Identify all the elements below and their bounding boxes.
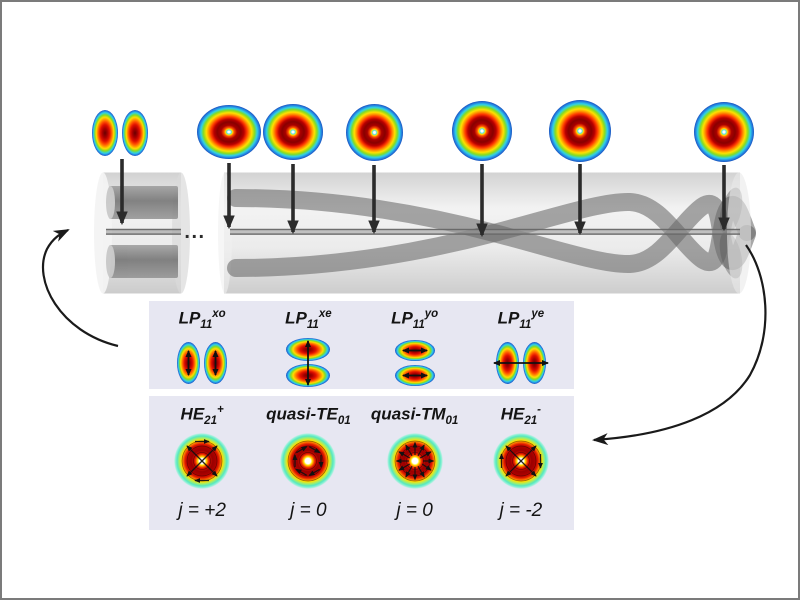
label-sub: 11 bbox=[519, 319, 532, 332]
field-arrows bbox=[498, 440, 543, 482]
label-base: HE bbox=[180, 404, 205, 424]
vector-modes-panel: HE21+ j = +2 qua bbox=[149, 396, 574, 530]
label-sub: 01 bbox=[337, 415, 351, 428]
label-sup: + bbox=[216, 404, 224, 416]
donut-intensity bbox=[280, 432, 337, 489]
mode-label-lp11xe: LP11xe bbox=[285, 308, 331, 333]
left-fiber-segment bbox=[94, 172, 190, 294]
lp11xe-field-image bbox=[278, 337, 338, 389]
lp-mode-column-xo: LP11xo bbox=[149, 301, 255, 389]
label-base: LP bbox=[285, 308, 307, 328]
he21-plus-field-image bbox=[174, 432, 231, 489]
label-sub: 01 bbox=[445, 415, 459, 428]
mode-label-lp11ye: LP11ye bbox=[498, 308, 544, 333]
lp11xo-field-image bbox=[172, 337, 232, 389]
sampling-arrows bbox=[116, 159, 730, 238]
field-arrows bbox=[288, 440, 329, 482]
lobe-left bbox=[92, 110, 118, 156]
mode-label-he21-plus: HE21+ bbox=[181, 404, 224, 429]
j-value: j = +2 bbox=[178, 499, 226, 521]
j-value: j = 0 bbox=[290, 499, 327, 521]
vec-mode-column-he21p: HE21+ j = +2 bbox=[149, 396, 255, 530]
j-value: j = -2 bbox=[499, 499, 543, 521]
lp-mode-column-xe: LP11xe bbox=[255, 301, 361, 389]
lp-mode-column-ye: LP11ye bbox=[468, 301, 574, 389]
lobe-right bbox=[122, 110, 148, 156]
label-base: LP bbox=[178, 308, 201, 328]
main-core bbox=[230, 228, 740, 235]
mode-profile-3-oval-donut bbox=[263, 104, 323, 160]
label-sub: 11 bbox=[306, 319, 319, 332]
label-sub: 21 bbox=[204, 415, 217, 428]
label-sup: yo bbox=[424, 308, 439, 320]
label-base: quasi-TM bbox=[370, 404, 446, 424]
polarization-arrows bbox=[305, 339, 312, 386]
vec-mode-column-te01: quasi-TE01 bbox=[255, 396, 361, 530]
polarization-arrows bbox=[185, 349, 219, 376]
quasi-tm01-field-image bbox=[386, 432, 443, 489]
label-sub: 21 bbox=[524, 415, 538, 428]
mode-profile-6-donut bbox=[549, 100, 611, 162]
he21-minus-field-image bbox=[492, 432, 549, 489]
label-sup: - bbox=[537, 404, 541, 416]
stress-rod-bottom bbox=[106, 245, 178, 278]
ellipsis-text: ... bbox=[184, 221, 205, 243]
label-base: HE bbox=[500, 404, 525, 424]
mode-profile-1-two-lobe bbox=[91, 109, 149, 157]
label-sub: 11 bbox=[412, 319, 425, 332]
quasi-te01-field-image bbox=[280, 432, 337, 489]
label-base: quasi-TE bbox=[266, 404, 338, 424]
j-value: j = 0 bbox=[396, 499, 433, 521]
curved-arrow-right bbox=[592, 244, 767, 446]
label-sup: xe bbox=[318, 308, 332, 320]
mode-label-lp11yo: LP11yo bbox=[391, 308, 438, 333]
twisted-band-b bbox=[227, 192, 756, 277]
mode-label-quasi-tm01: quasi-TM01 bbox=[371, 404, 458, 429]
mode-profile-5-donut bbox=[452, 101, 512, 161]
lp11yo-field-image bbox=[385, 337, 445, 389]
mode-profile-7-donut bbox=[694, 102, 754, 162]
mode-label-he21-minus: HE21- bbox=[501, 404, 541, 429]
label-base: LP bbox=[391, 308, 413, 328]
lp-modes-panel: LP11xo LP11xe bbox=[149, 301, 574, 389]
polarization-arrows bbox=[492, 359, 549, 366]
lp-mode-column-yo: LP11yo bbox=[362, 301, 468, 389]
twisted-fiber-segment bbox=[218, 172, 756, 294]
label-sup: xo bbox=[212, 308, 226, 320]
left-core bbox=[106, 228, 181, 235]
label-sub: 11 bbox=[200, 319, 213, 332]
mode-label-quasi-te01: quasi-TE01 bbox=[266, 404, 351, 429]
lp11ye-field-image bbox=[491, 337, 551, 389]
vec-mode-column-tm01: quasi-TM01 bbox=[362, 396, 468, 530]
polarization-arrows bbox=[401, 347, 428, 379]
vec-mode-column-he21m: HE21- j = -2 bbox=[468, 396, 574, 530]
stress-rod-top bbox=[106, 186, 178, 219]
field-arrows bbox=[394, 440, 435, 482]
label-sup: ye bbox=[531, 308, 545, 320]
label-base: LP bbox=[497, 308, 520, 328]
curved-arrow-left bbox=[41, 229, 119, 348]
mode-profile-4-donut bbox=[346, 104, 403, 161]
mode-profile-2-oval-donut bbox=[197, 105, 261, 159]
mode-label-lp11xo: LP11xo bbox=[179, 308, 226, 333]
field-arrows bbox=[181, 438, 223, 483]
